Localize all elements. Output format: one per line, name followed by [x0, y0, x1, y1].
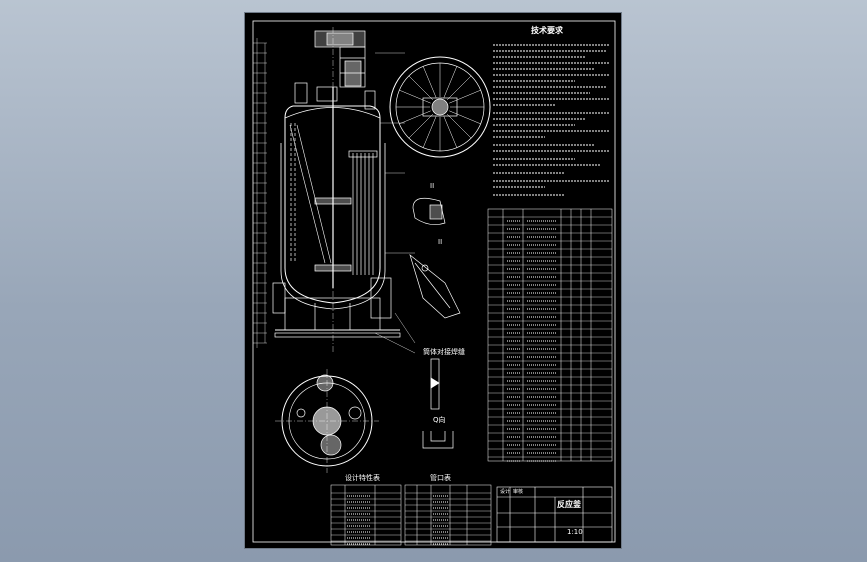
- vessel-elevation: [272, 27, 401, 353]
- inner-frame: [252, 20, 616, 543]
- weld-detail-label: 筒体对接焊缝: [423, 348, 465, 356]
- baffle-left: [290, 123, 296, 263]
- jacket: [280, 143, 386, 310]
- top-plan-view: [389, 56, 491, 158]
- drawing-scale: 1:10: [567, 528, 583, 536]
- nozzle-table-title: 管口表: [430, 474, 451, 482]
- drive-frame: [339, 46, 366, 88]
- gearbox: [326, 32, 354, 46]
- checker-label: 审核: [513, 489, 524, 495]
- design-data-title: 设计特性表: [345, 474, 380, 482]
- detail-I: [412, 197, 446, 225]
- section-II-label: II: [438, 238, 443, 246]
- coil-bundle: [348, 150, 378, 275]
- detail-II: [409, 254, 461, 319]
- weld-detail: [430, 358, 440, 410]
- tech-requirements-title: 技术要求: [531, 26, 563, 35]
- drawing-name: 反应釜: [557, 500, 581, 509]
- q-view-detail: [422, 431, 454, 449]
- designer-label: 设计: [500, 489, 511, 495]
- section-I-label: II: [430, 182, 435, 190]
- title-block: [496, 486, 613, 543]
- reactor-drawing: [252, 20, 616, 546]
- nozzle-table: [404, 484, 492, 546]
- q-view-label: Q向: [433, 416, 446, 424]
- bottom-plan-view: [275, 369, 379, 473]
- tech-requirements-text: [493, 44, 609, 196]
- drawing-sheet: 技术要求 II II 筒体对接焊缝 Q向 设计特性表 管口表 反应釜 1:10 …: [244, 12, 622, 549]
- parts-list-table: [487, 208, 613, 462]
- design-data-table: [330, 484, 402, 546]
- vessel-shell: [284, 105, 381, 304]
- leader-lines: [374, 52, 416, 354]
